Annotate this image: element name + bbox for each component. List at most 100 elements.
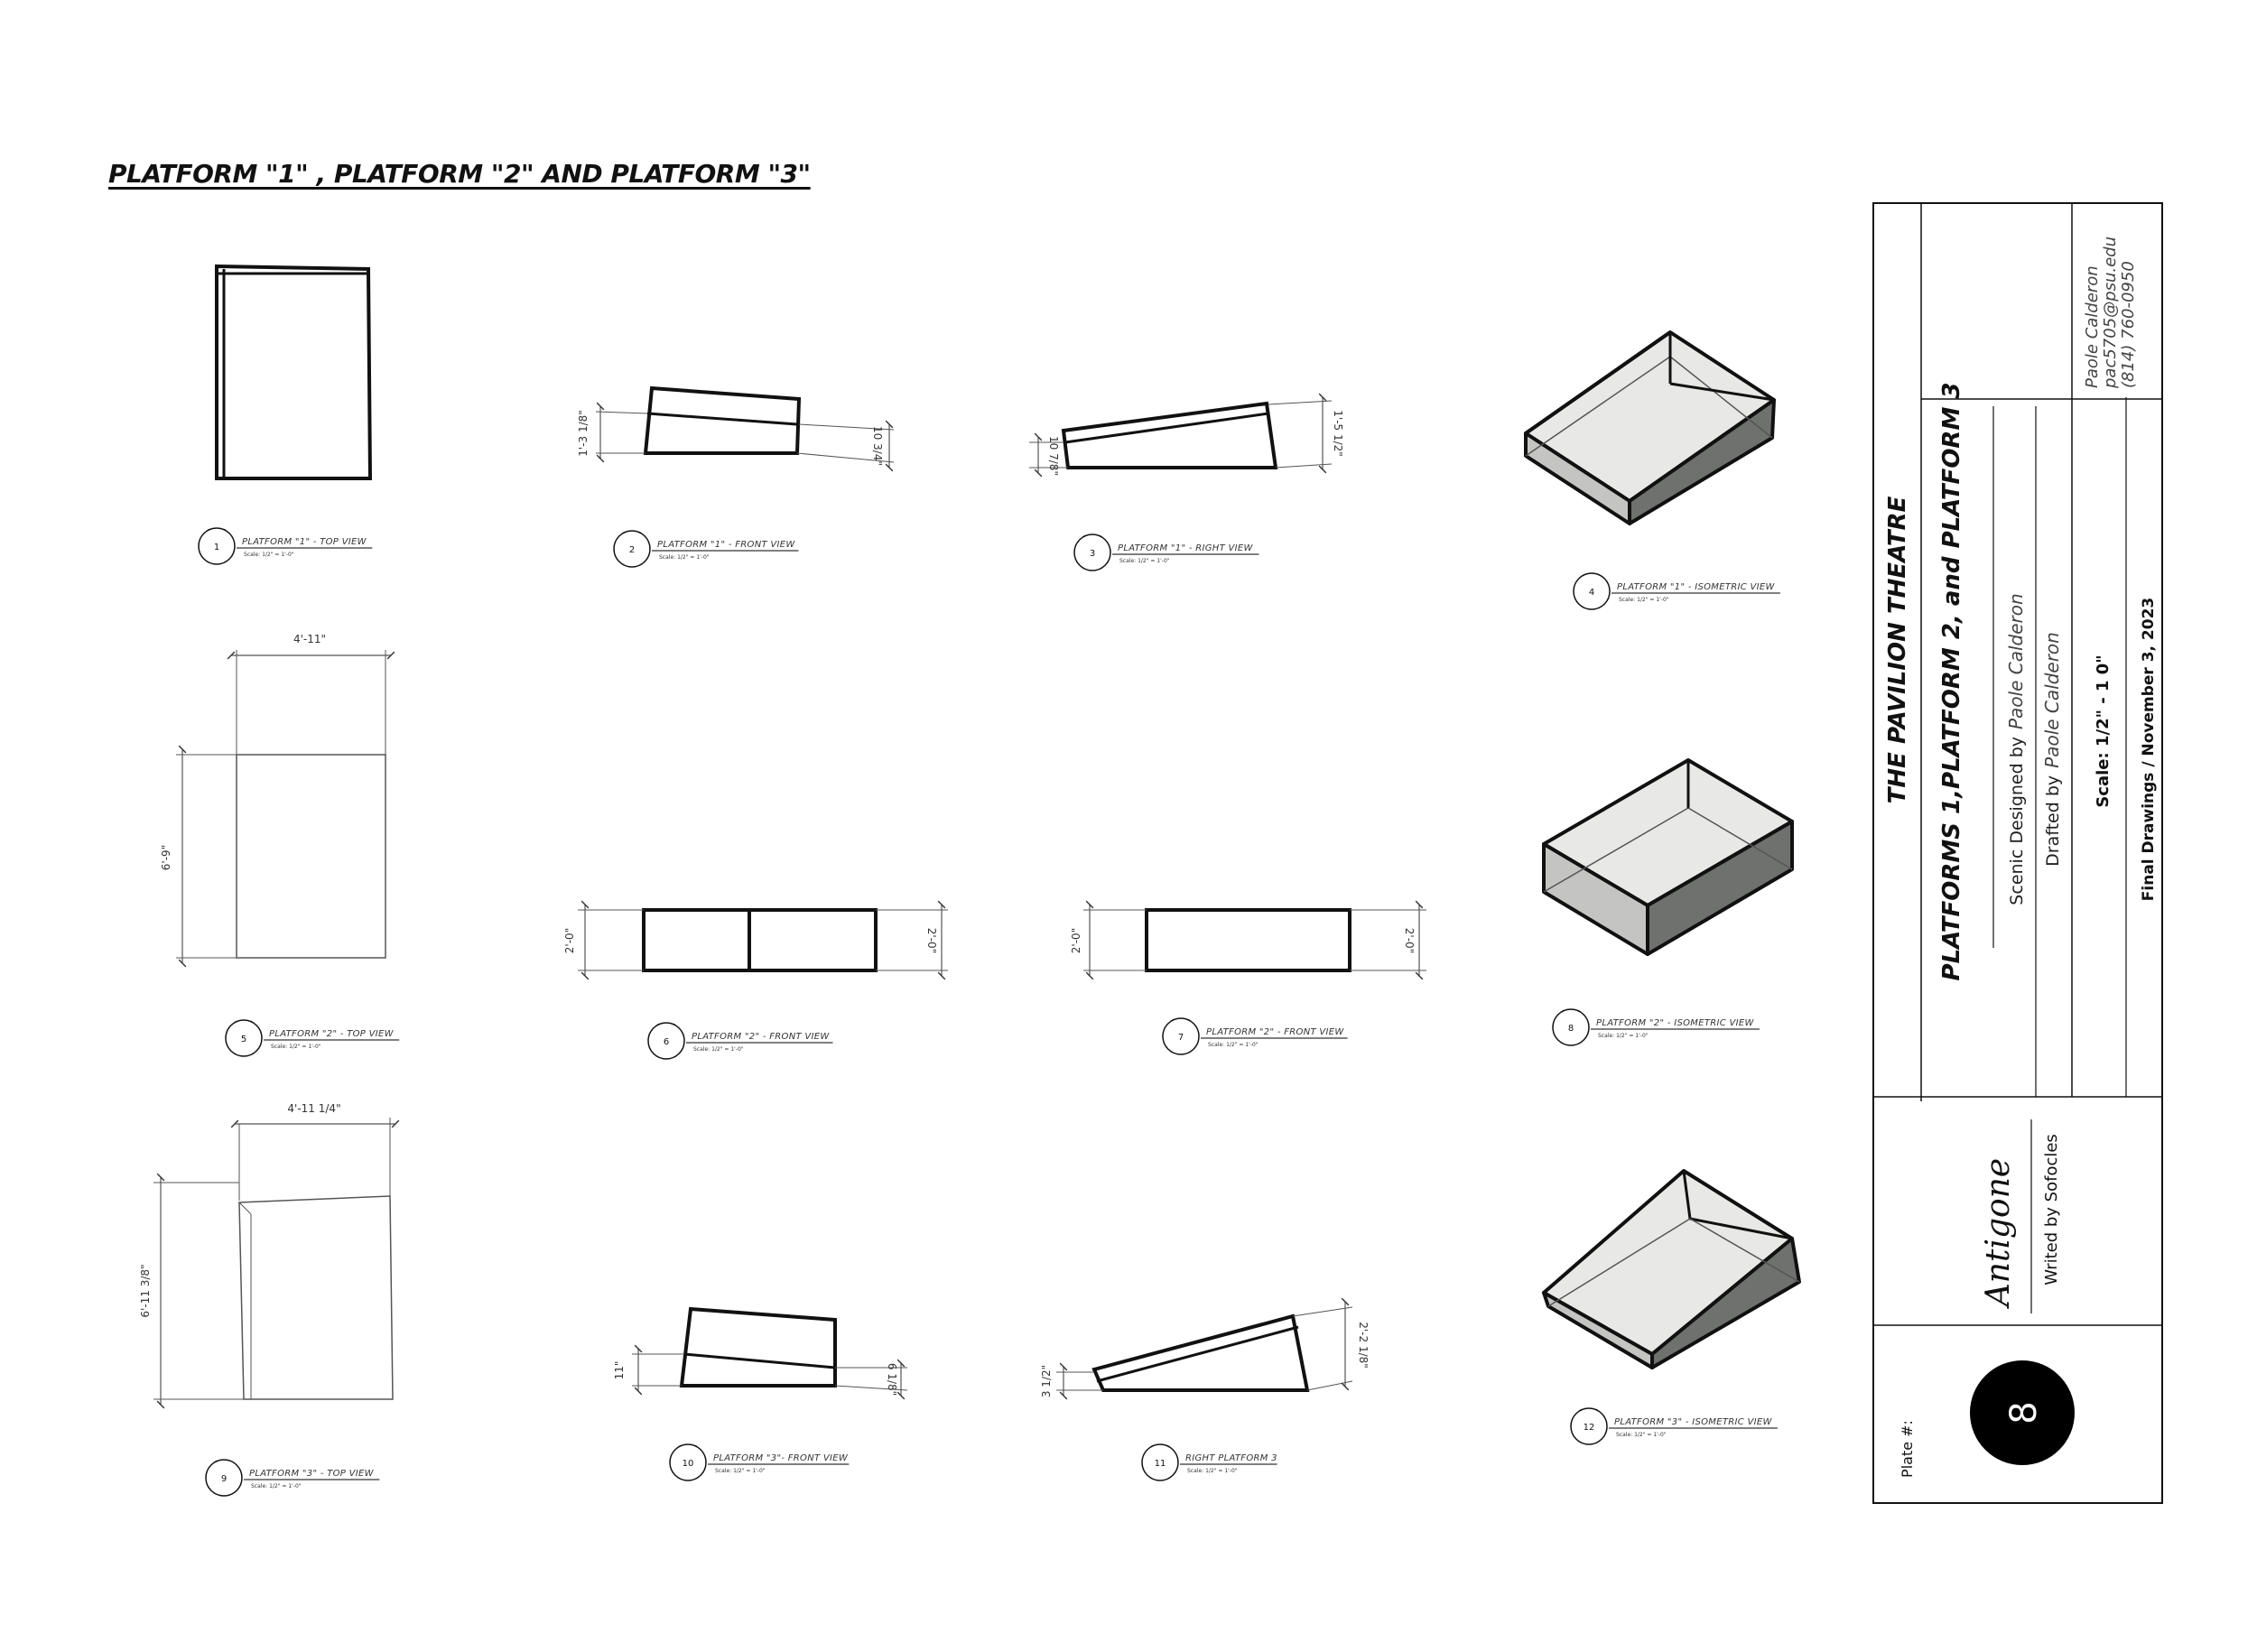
- view-label-8: 8 PLATFORM "2" - ISOMETRIC VIEW Scale: 1/2…: [1552, 1008, 1760, 1046]
- view-scale-text: Scale: 1/2" = 1'-0": [244, 552, 294, 558]
- dim-p3-front-left: 11": [613, 1361, 626, 1380]
- view-number: 7: [1178, 1033, 1184, 1043]
- dim-p3-top-depth: 6'-11 3/8": [139, 1264, 152, 1317]
- view-scale-text: Scale: 1/2" = 1'-0": [693, 1046, 744, 1053]
- dim-p2-front-right: 2'-0": [925, 928, 938, 953]
- view-number: 8: [1568, 1024, 1574, 1034]
- dim-p2-front-left: 2'-0": [563, 928, 576, 953]
- view-11-right-view-drawing: [1056, 1297, 1353, 1400]
- title-block-drafted-line: Drafted by Paole Calderon: [2041, 632, 2063, 867]
- view-scale-text: Scale: 1/2" = 1'-0": [1187, 1468, 1238, 1474]
- view-3-right-view-drawing: [1029, 393, 1333, 478]
- title-block-scale: Scale: 1/2" - 1 0": [2094, 654, 2113, 807]
- view-label-3: 3 PLATFORM "1" - RIGHT VIEW Scale: 1/2" = …: [1073, 534, 1259, 571]
- view-number: 12: [1584, 1423, 1595, 1433]
- dim-p2-top-width: 4'-11": [293, 633, 326, 645]
- view-9-top-view-drawing: [153, 1118, 400, 1409]
- contact-email: pac5705@psu.edu: [2101, 237, 2120, 389]
- play-title: Antigone: [1980, 1158, 2017, 1309]
- view-label-text: PLATFORM "1" - TOP VIEW: [242, 537, 367, 547]
- view-label-text: PLATFORM "2" - TOP VIEW: [269, 1029, 395, 1039]
- plate-label: Plate #:: [1899, 1420, 1916, 1478]
- view-label-text: PLATFORM "1" - FRONT VIEW: [657, 540, 795, 550]
- view-label-4: 4 PLATFORM "1" - ISOMETRIC VIEW Scale: 1/2…: [1573, 572, 1780, 610]
- view-scale-text: Scale: 1/2" = 1'-0": [1208, 1042, 1259, 1048]
- dim-p1-front-right: 10 3/4": [871, 426, 884, 466]
- view-label-6: 6 PLATFORM "2" - FRONT VIEW Scale: 1/2" = …: [647, 1022, 833, 1060]
- drafter-name: Paole Calderon: [2041, 632, 2063, 768]
- view-number: 3: [1090, 549, 1095, 559]
- view-scale-text: Scale: 1/2" = 1'-0": [1119, 558, 1170, 564]
- view-number: 9: [221, 1474, 227, 1484]
- view-scale-text: Scale: 1/2" = 1'-0": [1619, 597, 1669, 603]
- view-5-top-view-drawing: [176, 650, 395, 968]
- view-label-text: PLATFORM "2" - FRONT VIEW: [692, 1032, 830, 1042]
- dim-p3-top-width: 4'-11 1/4": [287, 1102, 340, 1115]
- title-block-designed-line: Scenic Designed by Paole Calderon: [2005, 593, 2027, 905]
- contact-phone: (814) 760-0950: [2119, 261, 2138, 388]
- view-12-isometric-drawing: [1542, 1169, 1801, 1369]
- play-author: Writed by Sofocles: [2042, 1134, 2061, 1285]
- view-number: 4: [1589, 588, 1594, 598]
- view-scale-text: Scale: 1/2" = 1'-0": [1598, 1033, 1649, 1039]
- view-number: 1: [214, 543, 219, 552]
- designer-name: Paole Calderon: [2005, 593, 2027, 729]
- view-scale-text: Scale: 1/2" = 1'-0": [251, 1483, 302, 1490]
- view-label-text: PLATFORM "2" - FRONT VIEW: [1206, 1027, 1344, 1037]
- view-label-text: PLATFORM "3" - ISOMETRIC VIEW: [1614, 1417, 1773, 1427]
- view-number-circle: [1162, 1017, 1200, 1055]
- view-8-isometric-drawing: [1542, 758, 1794, 956]
- dim-p3-front-right: 6 1/8": [886, 1363, 898, 1396]
- dim-p1-front-left: 1'-3 1/8": [577, 410, 590, 457]
- view-label-11: 11 RIGHT PLATFORM 3 Scale: 1/2" = 1'-0": [1141, 1443, 1277, 1481]
- view-label-2: 2 PLATFORM "1" - FRONT VIEW Scale: 1/2" = …: [613, 530, 799, 568]
- view-4-isometric-drawing: [1524, 330, 1776, 525]
- view-label-9: 9 PLATFORM "3" - TOP VIEW Scale: 1/2" = 1'…: [205, 1459, 380, 1497]
- view-label-7: 7 PLATFORM "2" - FRONT VIEW Scale: 1/2" = …: [1162, 1017, 1348, 1055]
- sheet-title: PLATFORM "1" , PLATFORM "2" AND PLATFORM…: [108, 159, 811, 189]
- view-number: 11: [1155, 1459, 1166, 1469]
- view-number-circle: [1141, 1443, 1179, 1481]
- dim-p1-right-left: 10 7/8": [1047, 436, 1060, 476]
- view-number: 2: [629, 545, 635, 555]
- view-label-1: 1 PLATFORM "1" - TOP VIEW Scale: 1/2" = 1'…: [198, 527, 373, 565]
- view-label-text: PLATFORM "3"- FRONT VIEW: [713, 1453, 849, 1463]
- view-number-circle: [225, 1019, 263, 1057]
- view-7-front-view-drawing: [1083, 900, 1426, 980]
- view-1-top-view-drawing: [215, 264, 373, 480]
- title-block-date: Final Drawings / November 3, 2023: [2140, 598, 2158, 901]
- view-label-text: PLATFORM "1" - ISOMETRIC VIEW: [1617, 582, 1776, 592]
- view-label-5: 5 PLATFORM "2" - TOP VIEW Scale: 1/2" = 1'…: [225, 1019, 400, 1057]
- dim-p2-side-right: 2'-0": [1403, 928, 1416, 953]
- view-number-circle: [1073, 534, 1111, 571]
- contact-name: Paole Calderon: [2083, 265, 2102, 388]
- view-10-front-view-drawing: [632, 1306, 908, 1400]
- view-number-circle: [1552, 1008, 1590, 1046]
- dim-p2-side-left: 2'-0": [1070, 928, 1082, 953]
- title-block: [1872, 202, 2163, 1504]
- view-scale-text: Scale: 1/2" = 1'-0": [715, 1468, 766, 1474]
- dim-p3-right-right: 2'-2 1/8": [1357, 1322, 1370, 1369]
- view-label-text: PLATFORM "2" - ISOMETRIC VIEW: [1596, 1018, 1755, 1028]
- view-number-circle: [647, 1022, 685, 1060]
- title-block-drawing-title: PLATFORMS 1,PLATFORM 2, and PLATFORM 3: [1938, 383, 1965, 981]
- view-label-text: PLATFORM "3" - TOP VIEW: [249, 1469, 375, 1479]
- dim-p3-right-left: 3 1/2": [1040, 1365, 1053, 1397]
- view-number: 6: [664, 1037, 669, 1047]
- title-block-venue: THE PAVILION THEATRE: [1884, 496, 1911, 803]
- drafted-prefix: Drafted by: [2043, 775, 2063, 867]
- view-scale-text: Scale: 1/2" = 1'-0": [271, 1044, 321, 1050]
- view-scale-text: Scale: 1/2" = 1'-0": [1616, 1432, 1667, 1438]
- view-number-circle: [198, 527, 236, 565]
- designed-prefix: Scenic Designed by: [2007, 737, 2027, 905]
- view-number-circle: [613, 530, 651, 568]
- view-number-circle: [1573, 572, 1611, 610]
- view-label-text: PLATFORM "1" - RIGHT VIEW: [1118, 543, 1253, 553]
- view-label-text: RIGHT PLATFORM 3: [1185, 1453, 1277, 1463]
- dim-p1-right-right: 1'-5 1/2": [1332, 410, 1344, 457]
- view-scale-text: Scale: 1/2" = 1'-0": [659, 554, 710, 561]
- view-number: 5: [241, 1035, 246, 1044]
